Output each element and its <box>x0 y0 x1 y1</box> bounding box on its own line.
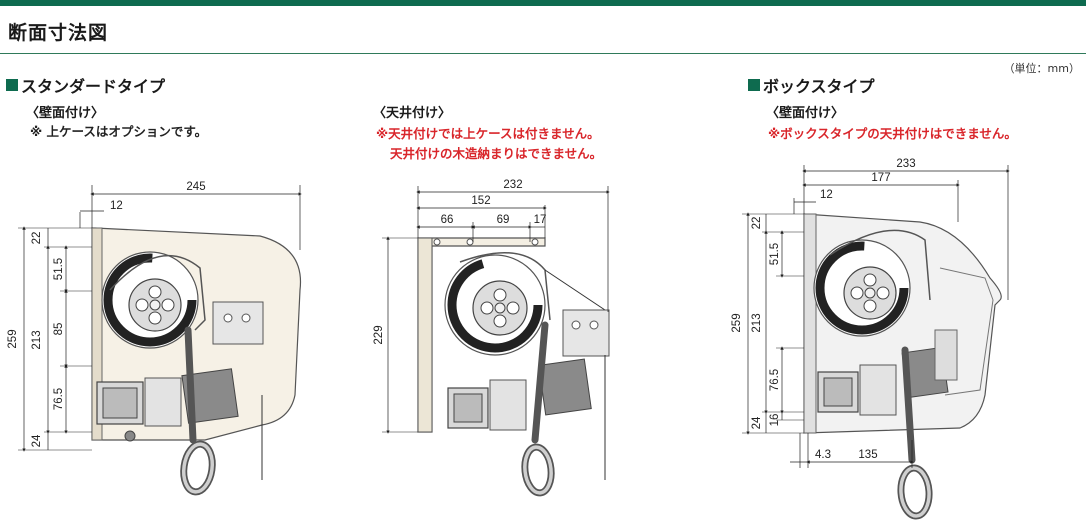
dim-v-213: 213 <box>31 330 43 349</box>
dim-v-16-box: 16 <box>769 414 781 427</box>
note-option-case: ※ 上ケースはオプションです。 <box>30 124 208 139</box>
dim-height-229: 229 <box>373 325 385 344</box>
top-accent-bar <box>0 0 1086 6</box>
section-heading-standard-label: スタンダードタイプ <box>21 77 166 96</box>
dim-width-177: 177 <box>871 172 890 184</box>
box-type-drawing: 233 177 12 259 22 213 24 51.5 <box>731 158 1010 520</box>
dim-v-24: 24 <box>31 434 43 447</box>
standard-drum <box>101 251 199 349</box>
note-box-no-ceiling: ※ボックスタイプの天井付けはできません。 <box>768 126 1017 141</box>
dim-v-51-5-box: 51.5 <box>769 243 781 265</box>
box-dimensions: 233 177 12 259 22 213 24 51.5 <box>731 158 1010 468</box>
dim-width-152: 152 <box>471 195 490 207</box>
dim-v-24-box: 24 <box>751 416 763 429</box>
dim-width-245: 245 <box>186 181 205 193</box>
standard-dimensions: 245 12 259 22 213 24 51.5 85 76.5 <box>7 181 302 452</box>
unit-note: （単位：mm） <box>1003 62 1080 75</box>
standard-type-drawing: 245 12 259 22 213 24 51.5 85 76.5 <box>7 181 302 496</box>
dim-offset-12-box: 12 <box>820 189 833 201</box>
ceiling-dimensions: 232 152 66 69 17 229 <box>373 179 610 434</box>
box-motor <box>817 364 897 416</box>
dim-b-4-3: 4.3 <box>815 449 831 461</box>
subtitle-ceiling-mount: 〈天井付け〉 <box>373 106 452 121</box>
ceiling-motor <box>447 379 527 431</box>
page-title: 断面寸法図 <box>8 22 109 44</box>
note-ceiling-no-wood: 天井付けの木造納まりはできません。 <box>390 146 603 161</box>
dim-width-232: 232 <box>503 179 522 191</box>
ceiling-type-drawing: 232 152 66 69 17 229 <box>373 179 610 497</box>
dim-width-17: 17 <box>534 214 547 226</box>
subtitle-box-wall-mount: 〈壁面付け〉 <box>766 106 845 121</box>
standard-arm <box>109 254 264 424</box>
dim-v-22: 22 <box>31 232 43 245</box>
dim-width-69: 69 <box>497 214 510 226</box>
dim-width-233: 233 <box>896 158 915 170</box>
ceiling-arm <box>459 251 610 480</box>
standard-motor <box>96 377 182 442</box>
ceiling-drum <box>444 254 546 356</box>
square-bullet-icon <box>6 79 18 91</box>
section-heading-standard: スタンダードタイプ <box>6 73 165 97</box>
standard-hook <box>180 326 216 496</box>
ceiling-hook <box>521 321 555 497</box>
dim-offset-12: 12 <box>110 200 123 212</box>
box-drum <box>813 239 911 337</box>
square-bullet-icon <box>748 79 760 91</box>
dim-v-85: 85 <box>53 323 65 336</box>
dim-v-76-5-box: 76.5 <box>769 369 781 391</box>
dim-v-213-box: 213 <box>751 313 763 332</box>
section-heading-box-label: ボックスタイプ <box>763 77 875 96</box>
dim-width-66: 66 <box>441 214 454 226</box>
subtitle-wall-mount: 〈壁面付け〉 <box>26 106 105 121</box>
dim-height-259: 259 <box>7 329 19 348</box>
dim-b-135: 135 <box>858 449 877 461</box>
box-hook <box>897 346 933 520</box>
dim-v-51-5: 51.5 <box>53 258 65 280</box>
box-arm <box>829 229 958 399</box>
dim-v-22-box: 22 <box>751 217 763 230</box>
dim-height-259-box: 259 <box>731 313 743 332</box>
title-rule <box>0 53 1086 54</box>
dim-v-76-5: 76.5 <box>53 388 65 410</box>
note-ceiling-no-case: ※天井付けでは上ケースは付きません。 <box>376 126 600 141</box>
section-heading-box: ボックスタイプ <box>748 73 875 97</box>
